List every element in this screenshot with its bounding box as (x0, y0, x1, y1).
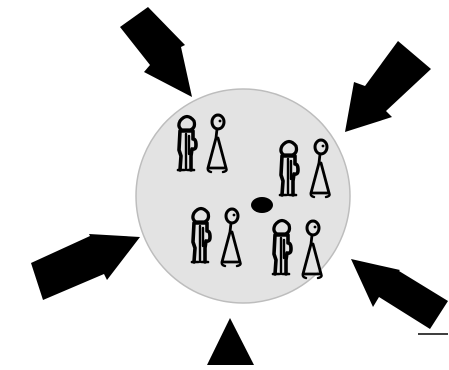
arrow-top-left (120, 7, 192, 97)
arrow-bottom-right (351, 259, 448, 329)
center-dot (251, 197, 273, 213)
arrow-left (31, 234, 140, 300)
arrow-top-right (345, 41, 431, 132)
triangle-bottom (207, 318, 254, 365)
central-disc (136, 89, 350, 303)
